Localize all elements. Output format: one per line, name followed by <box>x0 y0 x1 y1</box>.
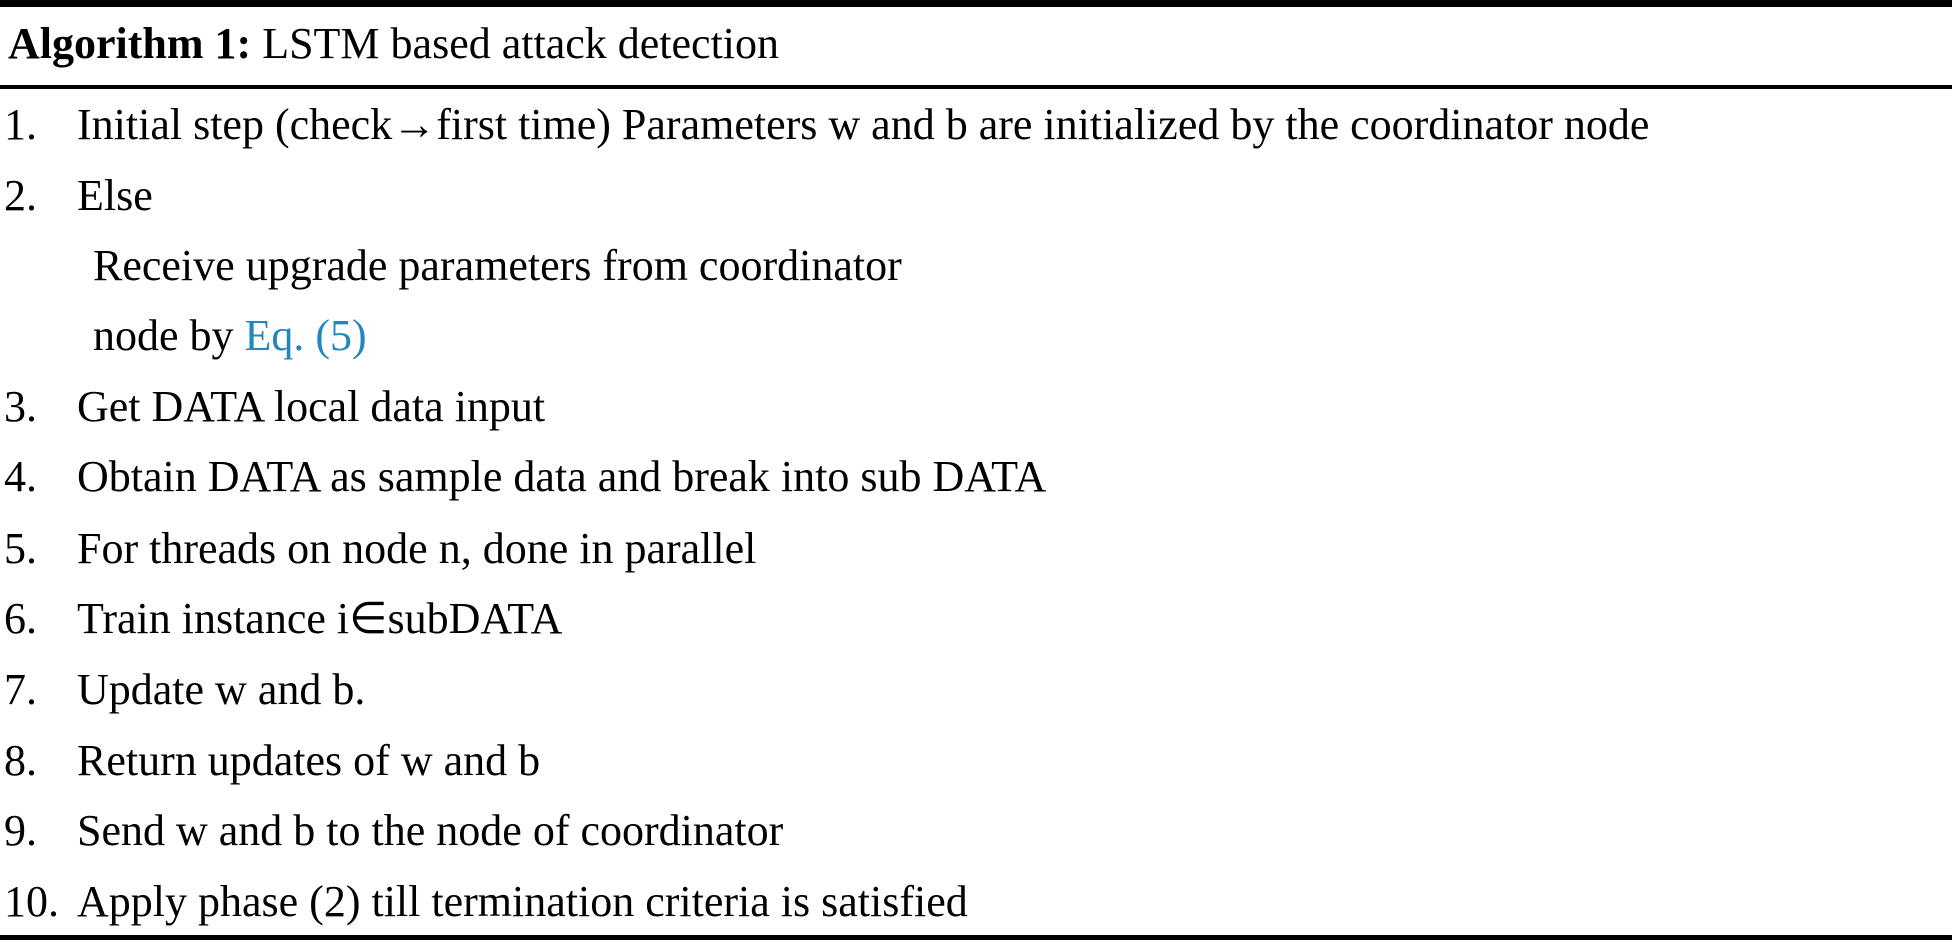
step-row-10: 10. Apply phase (2) till termination cri… <box>0 877 1952 928</box>
step-text: Initial step (check→first time) Paramete… <box>77 100 1650 149</box>
step-row-5: 5. For threads on node n, done in parall… <box>0 524 1952 575</box>
step-number: 9. <box>4 806 37 855</box>
step-number: 3. <box>4 382 37 431</box>
step-row-8: 8. Return updates of w and b <box>0 736 1952 787</box>
step-text: Send w and b to the node of coordinator <box>77 806 784 855</box>
algorithm-title-label: Algorithm 1: <box>8 19 252 68</box>
step-row-7: 7. Update w and b. <box>0 665 1952 716</box>
step-number: 7. <box>4 665 37 714</box>
step-text-before-link: node by <box>93 311 245 360</box>
eq-5-link[interactable]: Eq. (5) <box>244 311 367 360</box>
step-row-9: 9. Send w and b to the node of coordinat… <box>0 806 1952 857</box>
step-number: 10. <box>4 877 59 926</box>
step-continuation-text: node by Eq. (5) <box>0 311 1952 362</box>
step-row-2-continuation-2: node by Eq. (5) <box>0 311 1952 362</box>
step-row-4: 4. Obtain DATA as sample data and break … <box>0 452 1952 503</box>
step-row-3: 3. Get DATA local data input <box>0 382 1952 433</box>
step-row-2: 2. Else <box>0 171 1952 222</box>
step-number: 1. <box>4 100 37 149</box>
step-number: 8. <box>4 736 37 785</box>
step-text: Obtain DATA as sample data and break int… <box>77 452 1047 501</box>
step-text: Apply phase (2) till termination criteri… <box>77 877 968 926</box>
step-row-6: 6. Train instance i∈subDATA <box>0 594 1952 645</box>
step-number: 5. <box>4 524 37 573</box>
title-separator-rule <box>0 85 1952 89</box>
step-number: 6. <box>4 594 37 643</box>
step-number: 2. <box>4 171 37 220</box>
step-text: Else <box>77 171 153 220</box>
step-number: 4. <box>4 452 37 501</box>
step-text: Update w and b. <box>77 665 366 714</box>
step-text: For threads on node n, done in parallel <box>77 524 757 573</box>
step-text: Get DATA local data input <box>77 382 546 431</box>
top-rule <box>0 0 1952 7</box>
algorithm-title-name: LSTM based attack detection <box>251 19 780 68</box>
step-text: Return updates of w and b <box>77 736 541 785</box>
algorithm-title: Algorithm 1: LSTM based attack detection <box>8 19 780 68</box>
step-text: Train instance i∈subDATA <box>77 594 563 643</box>
step-row-1: 1. Initial step (check→first time) Param… <box>0 100 1952 151</box>
step-continuation-text: Receive upgrade parameters from coordina… <box>93 241 902 290</box>
bottom-rule <box>0 935 1952 940</box>
step-row-2-continuation-1: Receive upgrade parameters from coordina… <box>0 241 1952 292</box>
